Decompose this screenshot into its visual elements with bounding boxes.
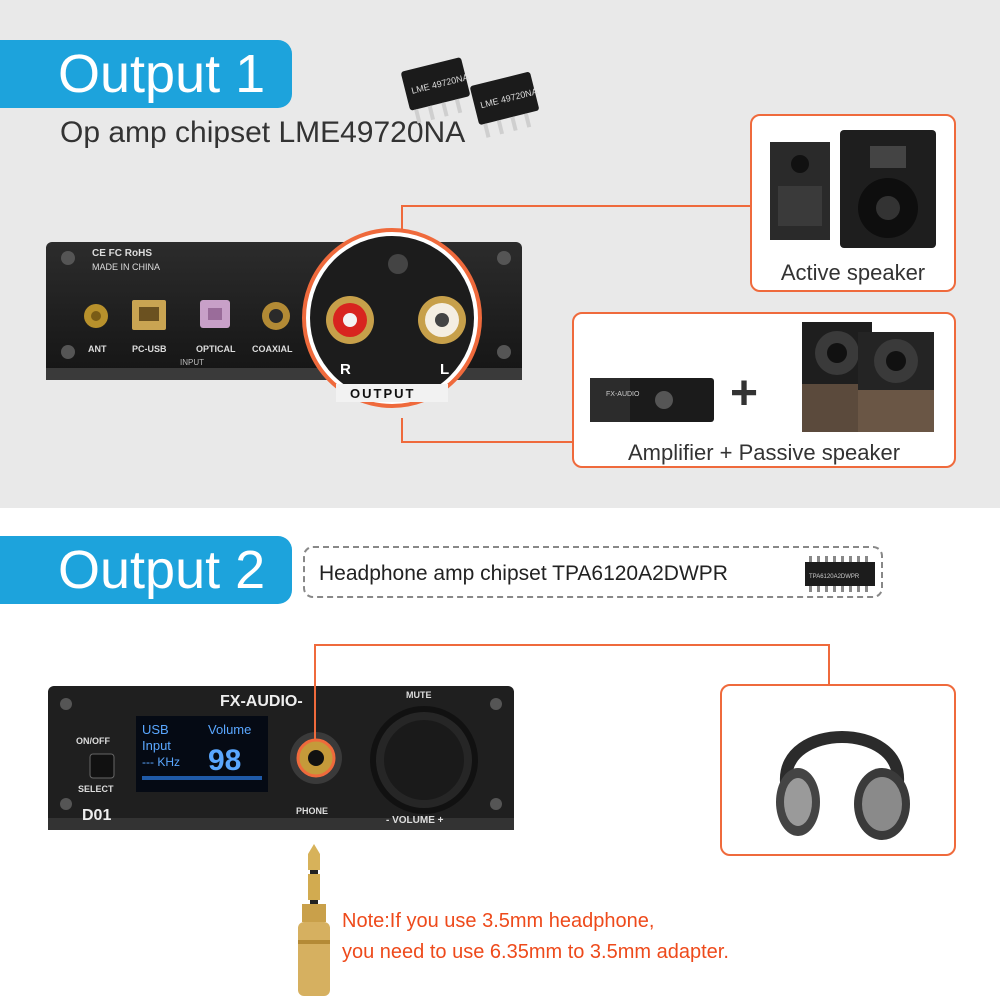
channel-l-label: L [440, 361, 449, 378]
connector-line-top-h [401, 205, 752, 207]
note-line-2: you need to use 6.35mm to 3.5mm adapter. [342, 941, 729, 963]
mute-label: MUTE [406, 690, 432, 700]
headphone-connector-v1 [314, 644, 316, 740]
display-rate: --- KHz [142, 755, 180, 769]
headphone-chip-text: Headphone amp chipset TPA6120A2DWPR [319, 562, 728, 585]
amp-passive-callout: FX-AUDIO + Amplifier + Passive speaker [572, 312, 956, 468]
made-in-text: MADE IN CHINA [92, 262, 160, 272]
adapter-note: Note:If you use 3.5mm headphone, you nee… [342, 906, 729, 968]
active-speaker-callout: Active speaker [750, 114, 956, 292]
port-ant: ANT [88, 344, 107, 354]
amp-passive-label: Amplifier + Passive speaker [627, 440, 901, 465]
headphone-callout [720, 684, 956, 856]
output-label: OUTPUT [350, 386, 415, 401]
active-speaker-label: Active speaker [780, 260, 926, 285]
plus-sign: + [730, 367, 759, 420]
note-line-1: Note:If you use 3.5mm headphone, [342, 910, 655, 932]
channel-r-label: R [340, 361, 351, 378]
adapter-plug-image [298, 844, 330, 996]
active-speaker-image [770, 130, 936, 248]
display-input: Input [142, 738, 171, 753]
cert-text: CE FC RoHS [92, 248, 152, 259]
input-label: INPUT [180, 358, 204, 367]
port-pc-usb: PC-USB [132, 344, 167, 354]
connector-line-bottom [401, 418, 403, 442]
amp-brand: FX-AUDIO [606, 391, 640, 398]
op-amp-chips-image: LME 49720NA LME 49720NA [401, 57, 539, 138]
output-2-banner: Output 2 [0, 536, 292, 604]
output-2-title: Output 2 [58, 540, 266, 600]
op-amp-subtitle: Op amp chipset LME49720NA [60, 116, 466, 149]
amplifier-image: FX-AUDIO [590, 378, 714, 422]
headphone-connector-v2 [828, 644, 830, 684]
connector-line-bottom-h [401, 441, 572, 443]
display-volume-value: 98 [208, 744, 241, 777]
output-1-title: Output 1 [58, 44, 266, 104]
dac-front-panel-image: FX-AUDIO- MUTE ON/OFF SELECT D01 USB Inp… [48, 686, 514, 830]
connector-line-top [401, 205, 403, 231]
headphone-image [776, 731, 910, 840]
display-volume-label: Volume [208, 722, 251, 737]
dac-rear-panel-image: CE FC RoHS MADE IN CHINA ANT PC-USB OPTI… [46, 228, 522, 408]
port-coaxial: COAXIAL [252, 344, 293, 354]
volume-label: - VOLUME + [386, 815, 444, 826]
onoff-label: ON/OFF [76, 736, 110, 746]
tpa-chip-image: TPA6120A2DWPR [805, 556, 875, 592]
brand-text: FX-AUDIO- [220, 693, 303, 710]
tpa-chip-marking: TPA6120A2DWPR [809, 574, 860, 580]
passive-speakers-image [802, 322, 934, 432]
headphone-chip-box: Headphone amp chipset TPA6120A2DWPR TPA6… [303, 546, 883, 598]
phone-label: PHONE [296, 806, 328, 816]
model-label: D01 [82, 807, 111, 824]
output-1-banner: Output 1 [0, 40, 292, 108]
display-source: USB [142, 722, 169, 737]
port-optical: OPTICAL [196, 344, 236, 354]
headphone-connector-h [314, 644, 830, 646]
select-label: SELECT [78, 784, 114, 794]
